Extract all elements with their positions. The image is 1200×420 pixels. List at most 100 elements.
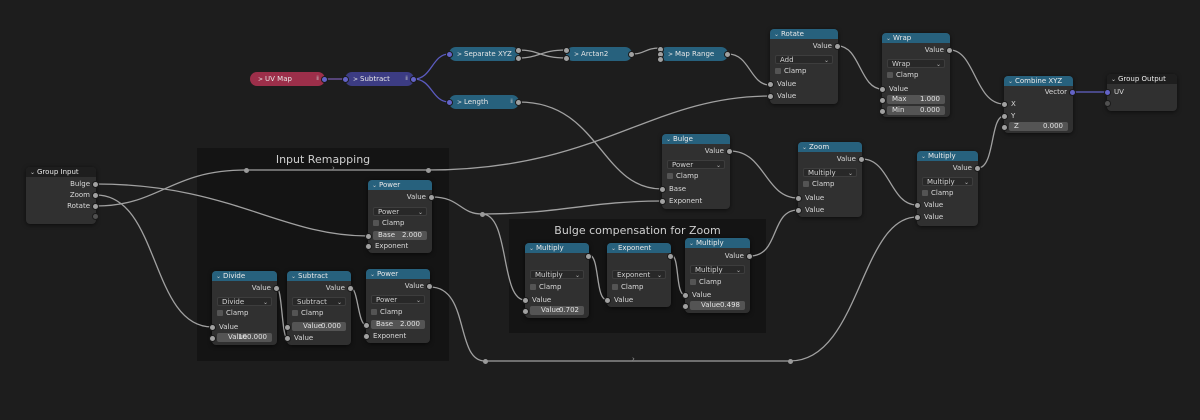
socket-output-vector[interactable]: [1069, 89, 1076, 96]
reroute-dot[interactable]: [483, 359, 488, 364]
socket-input-y[interactable]: [1001, 113, 1008, 120]
socket-output[interactable]: [974, 165, 981, 172]
socket-input-value[interactable]: [682, 303, 689, 310]
clamp-checkbox[interactable]: Clamp: [530, 283, 561, 292]
operation-dropdown[interactable]: Power⌄: [373, 207, 427, 216]
socket-input[interactable]: [795, 195, 802, 202]
socket-output[interactable]: [273, 285, 280, 292]
socket-output-empty[interactable]: [92, 213, 99, 220]
node-zoom[interactable]: ⌄Zoom Value Multiply⌄ Clamp Value Value: [795, 142, 865, 217]
socket-input[interactable]: [767, 81, 774, 88]
socket-input[interactable]: [879, 86, 886, 93]
socket-input[interactable]: [914, 202, 921, 209]
socket-input-max[interactable]: [879, 97, 886, 104]
clamp-checkbox[interactable]: Clamp: [612, 283, 643, 292]
operation-dropdown[interactable]: Wrap⌄: [887, 59, 945, 68]
socket-input-uv[interactable]: [1104, 89, 1111, 96]
socket-output[interactable]: [426, 283, 433, 290]
socket-output[interactable]: [347, 285, 354, 292]
node-arctan2[interactable]: >Arctan2: [563, 47, 635, 62]
node-subtract-vector[interactable]: >Subtract⁞⁞: [342, 72, 417, 86]
node-length[interactable]: >Length⁞⁞: [446, 95, 522, 109]
reroute-dot[interactable]: [788, 359, 793, 364]
operation-dropdown[interactable]: Multiply⌄: [803, 168, 857, 177]
socket-output[interactable]: [428, 194, 435, 201]
socket-input-x[interactable]: [1001, 101, 1008, 108]
socket-output[interactable]: [946, 47, 953, 54]
socket-input-value[interactable]: [522, 308, 529, 315]
node-group-input[interactable]: ⌄Group Input Bulge Zoom Rotate: [26, 167, 99, 224]
operation-dropdown[interactable]: Multiply⌄: [690, 265, 745, 274]
operation-dropdown[interactable]: Power⌄: [667, 160, 725, 169]
socket-output[interactable]: [585, 253, 592, 260]
socket-output[interactable]: [628, 51, 635, 58]
clamp-checkbox[interactable]: Clamp: [922, 189, 953, 198]
node-exponent[interactable]: ⌄Exponent Exponent⌄ Clamp Value: [604, 243, 674, 307]
operation-dropdown[interactable]: Multiply⌄: [922, 177, 973, 186]
socket-input-empty[interactable]: [1104, 100, 1111, 107]
socket-input-value[interactable]: [284, 324, 291, 331]
socket-output[interactable]: [858, 156, 865, 163]
clamp-checkbox[interactable]: Clamp: [775, 67, 806, 76]
socket-input[interactable]: [563, 55, 570, 62]
operation-dropdown[interactable]: Power⌄: [371, 295, 425, 304]
socket-input-exponent[interactable]: [363, 333, 370, 340]
socket-output-bulge[interactable]: [92, 181, 99, 188]
node-multiply-final[interactable]: ⌄Multiply Value Multiply⌄ Clamp Value Va…: [914, 151, 981, 226]
socket-output-zoom[interactable]: [92, 192, 99, 199]
clamp-checkbox[interactable]: Clamp: [887, 71, 918, 80]
socket-output[interactable]: [724, 51, 731, 58]
node-bulge[interactable]: ⌄Bulge Value Power⌄ Clamp Base Exponent: [659, 134, 733, 209]
operation-dropdown[interactable]: Exponent⌄: [612, 270, 666, 279]
reroute-dot[interactable]: [244, 168, 249, 173]
socket-output[interactable]: [515, 99, 522, 106]
clamp-checkbox[interactable]: Clamp: [373, 219, 404, 228]
socket-input[interactable]: [209, 324, 216, 331]
node-multiply-b[interactable]: ⌄Multiply Value Multiply⌄ Clamp Value Va…: [682, 238, 753, 313]
socket-output[interactable]: [834, 43, 841, 50]
socket-input[interactable]: [795, 207, 802, 214]
clamp-checkbox[interactable]: Clamp: [371, 308, 402, 317]
socket-input-value[interactable]: [209, 335, 216, 342]
socket-output[interactable]: [410, 76, 417, 83]
socket-input[interactable]: [284, 335, 291, 342]
socket-input[interactable]: [342, 76, 349, 83]
socket-input[interactable]: [657, 56, 664, 63]
socket-input[interactable]: [563, 47, 570, 54]
socket-input-base[interactable]: [365, 233, 372, 240]
operation-dropdown[interactable]: Multiply⌄: [530, 270, 584, 279]
node-map-range[interactable]: >Map Range: [657, 46, 731, 63]
socket-input[interactable]: [446, 51, 453, 58]
socket-output-x[interactable]: [515, 47, 522, 54]
socket-input[interactable]: [604, 297, 611, 304]
socket-input-exponent[interactable]: [659, 198, 666, 205]
node-uv-map[interactable]: >UV Map⁞⁞: [250, 72, 328, 86]
reroute-dot[interactable]: [480, 212, 485, 217]
socket-output-y[interactable]: [515, 55, 522, 62]
socket-output[interactable]: [321, 76, 328, 83]
socket-input[interactable]: [767, 93, 774, 100]
socket-input[interactable]: [446, 99, 453, 106]
node-rotate[interactable]: ⌄Rotate Value Add⌄ Clamp Value Value: [767, 29, 841, 104]
clamp-checkbox[interactable]: Clamp: [292, 309, 323, 318]
socket-input[interactable]: [682, 292, 689, 299]
socket-output[interactable]: [667, 253, 674, 260]
socket-input[interactable]: [914, 214, 921, 221]
clamp-checkbox[interactable]: Clamp: [217, 309, 248, 318]
socket-output-rotate[interactable]: [92, 203, 99, 210]
